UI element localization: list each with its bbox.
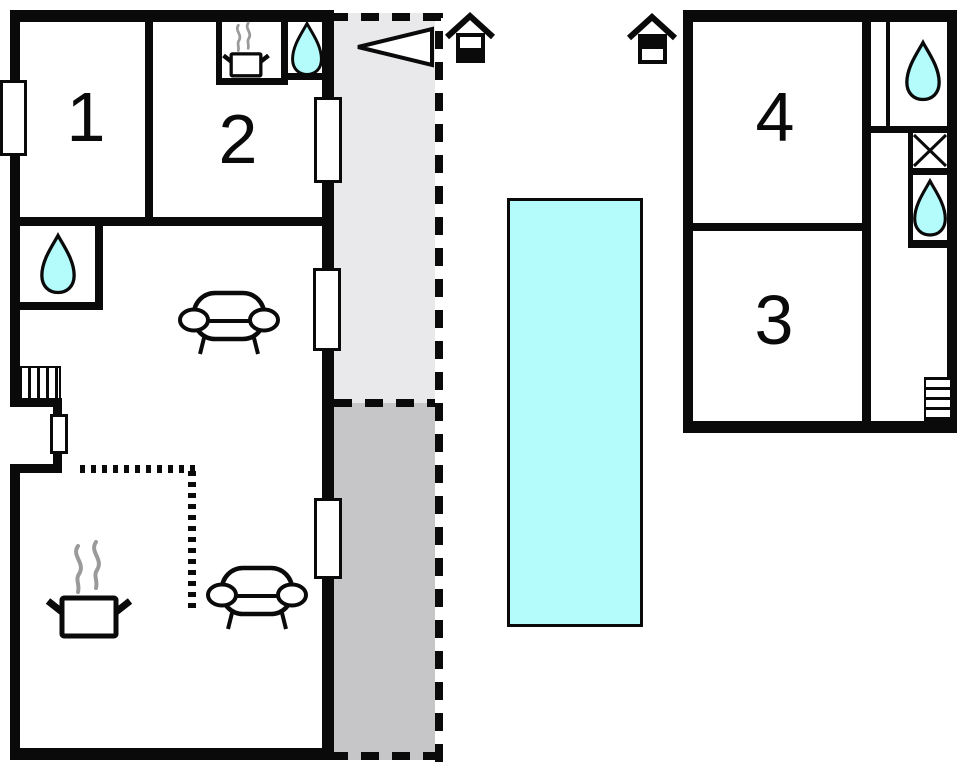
cooking-pot-icon — [45, 540, 133, 639]
terrace-upper-area — [332, 13, 435, 403]
wall — [862, 10, 871, 421]
stairs-icon — [17, 366, 61, 400]
wall — [10, 217, 334, 226]
crossed-box-icon — [912, 133, 948, 168]
wall — [10, 302, 103, 310]
terrace-lower-area — [332, 403, 435, 760]
room-4-label: 4 — [755, 77, 795, 156]
water-drop-icon — [905, 39, 941, 102]
wall — [683, 421, 957, 433]
wall — [683, 10, 957, 22]
wall — [145, 10, 153, 226]
window — [314, 498, 342, 579]
wall — [10, 464, 20, 760]
wall — [216, 78, 288, 85]
wall — [10, 10, 334, 22]
kitchen-dotted-partition — [80, 465, 197, 473]
kitchen-dotted-partition — [188, 470, 196, 608]
room-2-label: 2 — [218, 99, 258, 178]
sofa-icon — [178, 290, 280, 355]
wall — [862, 126, 957, 133]
window — [50, 414, 68, 454]
water-drop-icon — [291, 20, 323, 76]
room-3-label: 3 — [754, 280, 794, 359]
terrace-dashed-border-bottom — [330, 752, 444, 760]
window — [314, 97, 342, 183]
wall — [683, 10, 693, 433]
terrace-dashed-border-right — [435, 13, 443, 762]
sofa-icon — [206, 565, 308, 630]
entrance-arrow-icon — [357, 26, 434, 68]
window — [0, 80, 27, 156]
house-ground-floor-icon — [444, 11, 496, 63]
wall — [908, 168, 957, 175]
room-1-label: 1 — [66, 77, 106, 156]
wall — [947, 10, 957, 433]
wall — [10, 464, 62, 473]
wall — [10, 398, 62, 407]
water-drop-icon — [40, 232, 76, 295]
wall — [10, 748, 334, 760]
stairs-icon — [924, 377, 952, 422]
wall — [886, 14, 890, 130]
terrace-dashed-border-top — [330, 13, 444, 21]
wall — [281, 14, 288, 80]
window — [313, 268, 341, 351]
wall — [693, 223, 862, 231]
water-drop-icon — [913, 177, 947, 237]
wall — [95, 217, 103, 310]
terrace-dashed-divider — [334, 399, 435, 407]
cooking-pot-icon — [222, 21, 270, 78]
wall — [908, 240, 957, 248]
wall — [10, 10, 20, 407]
wall — [908, 133, 913, 243]
wall — [216, 14, 222, 85]
swimming-pool — [507, 198, 643, 627]
wall — [281, 73, 334, 80]
house-upper-floor-icon — [626, 12, 678, 64]
